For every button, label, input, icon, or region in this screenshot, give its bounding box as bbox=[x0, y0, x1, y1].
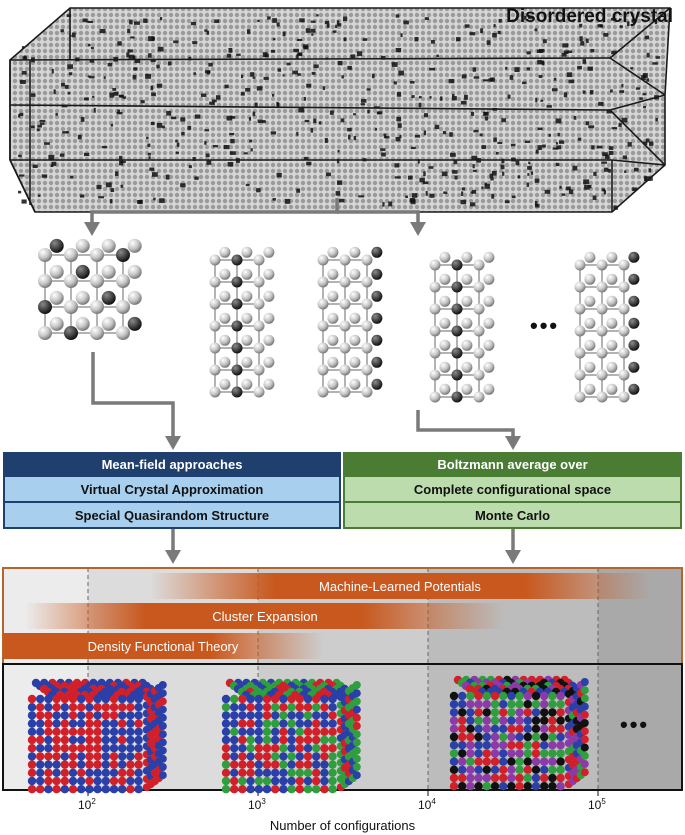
boltzmann-row-monte-carlo: Monte Carlo bbox=[343, 503, 682, 529]
tick-label: 102 bbox=[78, 797, 96, 812]
x-axis-label: Number of configurations bbox=[269, 818, 416, 833]
tick-label: 103 bbox=[248, 797, 266, 812]
boltzmann-header: Boltzmann average over bbox=[343, 452, 682, 477]
connector-arrows bbox=[91, 352, 521, 564]
mean-field-crystal bbox=[38, 238, 142, 340]
method-machine-learned-potentials: Machine-Learned Potentials bbox=[319, 578, 481, 594]
tick-label: 104 bbox=[418, 797, 436, 812]
ellipsis-configurations: ••• bbox=[620, 712, 650, 737]
mean-field-row-vca: Virtual Crystal Approximation bbox=[3, 477, 341, 503]
figure-title: Disordered crystal bbox=[506, 6, 673, 27]
ellipsis-supercells: ••• bbox=[530, 313, 560, 338]
tick-label: 105 bbox=[588, 797, 606, 812]
supercell-configurations bbox=[209, 246, 640, 403]
boltzmann-row-complete: Complete configurational space bbox=[343, 477, 682, 503]
atom-cubes bbox=[27, 675, 589, 794]
mean-field-row-sqs: Special Quasirandom Structure bbox=[3, 503, 341, 529]
disordered-crystal bbox=[9, 7, 671, 213]
branch-arrow bbox=[84, 198, 426, 236]
method-cluster-expansion: Cluster Expansion bbox=[212, 608, 318, 624]
mean-field-header: Mean-field approaches bbox=[3, 452, 341, 477]
method-density-functional-theory: Density Functional Theory bbox=[87, 638, 239, 654]
